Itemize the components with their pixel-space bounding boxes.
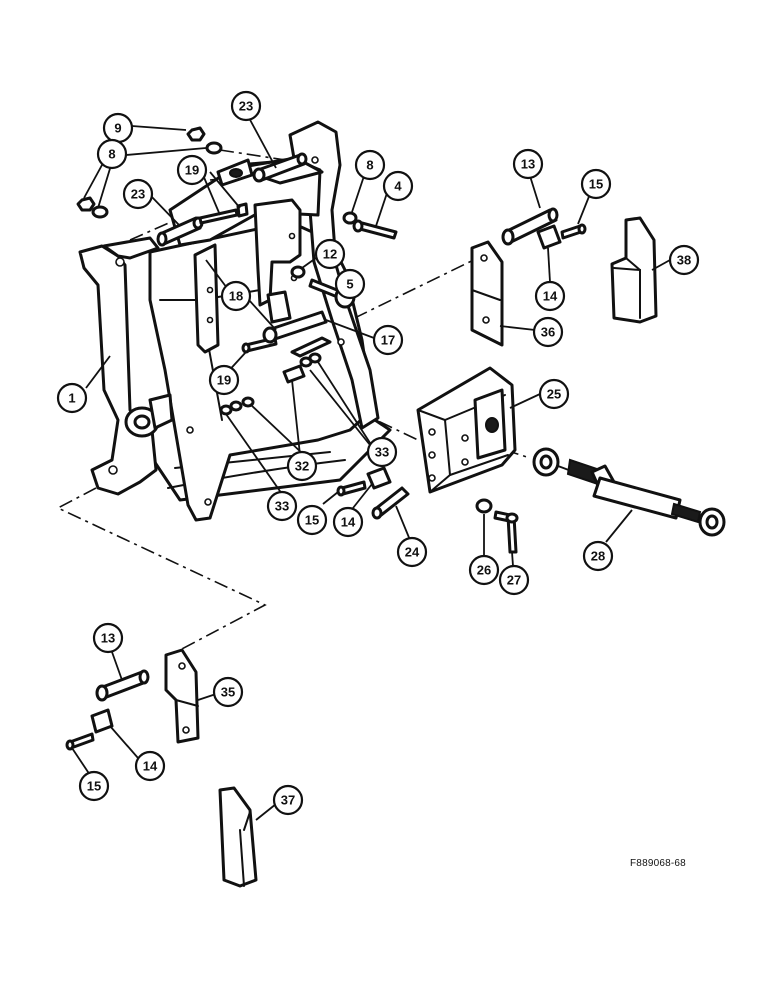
svg-text:24: 24 [405, 545, 420, 560]
callout-8-right: 8 [354, 149, 386, 181]
callout-5: 5 [334, 268, 366, 300]
svg-text:36: 36 [541, 325, 555, 340]
callout-12: 12 [314, 238, 346, 270]
svg-text:23: 23 [239, 99, 253, 114]
svg-text:13: 13 [101, 631, 115, 646]
callout-33-right: 33 [366, 436, 398, 468]
pin-13-upper [501, 207, 587, 250]
svg-text:19: 19 [185, 163, 199, 178]
callout-13-upper: 13 [512, 148, 544, 180]
svg-text:37: 37 [281, 793, 295, 808]
callout-9: 9 [102, 112, 134, 144]
callout-1: 1 [56, 382, 88, 414]
svg-text:38: 38 [677, 253, 691, 268]
svg-text:33: 33 [375, 445, 389, 460]
svg-text:35: 35 [221, 685, 235, 700]
bracket-36 [470, 240, 504, 347]
svg-text:27: 27 [507, 573, 521, 588]
svg-text:23: 23 [131, 187, 145, 202]
bracket-38 [610, 216, 658, 324]
svg-text:28: 28 [591, 549, 605, 564]
callout-15-upper: 15 [580, 168, 612, 200]
svg-text:33: 33 [275, 499, 289, 514]
svg-text:32: 32 [295, 459, 309, 474]
callout-8: 8 [96, 138, 128, 170]
callout-17: 17 [372, 324, 404, 356]
callout-13-lower: 13 [92, 622, 124, 654]
callout-23-lower: 23 [122, 178, 154, 210]
pin-13-lower [65, 669, 150, 751]
svg-text:1: 1 [68, 391, 75, 406]
svg-text:15: 15 [589, 177, 603, 192]
fastener-15-14-mid [336, 466, 392, 497]
callout-37: 37 [272, 784, 304, 816]
callout-26: 26 [468, 554, 500, 586]
nuts-and-washers [76, 126, 398, 240]
turnbuckle-28 [532, 447, 726, 537]
callout-23: 23 [230, 90, 262, 122]
shaft-17 [262, 310, 332, 358]
callout-18: 18 [220, 280, 252, 312]
callout-35: 35 [212, 676, 244, 708]
pin-23-upper [252, 152, 308, 183]
svg-text:26: 26 [477, 563, 491, 578]
callout-15-mid: 15 [296, 504, 328, 536]
figure-code: F889068-68 [630, 858, 686, 869]
bracket-35 [164, 648, 200, 744]
washer-26-bolt-27 [475, 498, 519, 554]
bracket-37 [218, 786, 258, 888]
svg-text:14: 14 [341, 515, 356, 530]
callout-15-lower: 15 [78, 770, 110, 802]
pin-23-lower [156, 216, 204, 247]
callout-14-lower: 14 [134, 750, 166, 782]
svg-text:4: 4 [394, 179, 402, 194]
svg-text:25: 25 [547, 387, 561, 402]
callout-19: 19 [176, 154, 208, 186]
callout-25: 25 [538, 378, 570, 410]
svg-text:19: 19 [217, 373, 231, 388]
callout-27: 27 [498, 564, 530, 596]
svg-text:15: 15 [87, 779, 101, 794]
callout-14-mid: 14 [332, 506, 364, 538]
main-frame [78, 120, 392, 522]
svg-text:8: 8 [366, 158, 373, 173]
svg-text:15: 15 [305, 513, 319, 528]
svg-text:5: 5 [346, 277, 353, 292]
svg-text:14: 14 [543, 289, 558, 304]
callout-4: 4 [382, 170, 414, 202]
callout-38: 38 [668, 244, 700, 276]
svg-text:13: 13 [521, 157, 535, 172]
callout-24: 24 [396, 536, 428, 568]
callout-33-left: 33 [266, 490, 298, 522]
callout-19-lower: 19 [208, 364, 240, 396]
washers-32-33 [219, 352, 322, 416]
svg-text:14: 14 [143, 759, 158, 774]
svg-text:9: 9 [114, 121, 121, 136]
pin-24 [371, 486, 410, 520]
svg-text:18: 18 [229, 289, 243, 304]
callout-28: 28 [582, 540, 614, 572]
svg-text:12: 12 [323, 247, 337, 262]
svg-text:17: 17 [381, 333, 395, 348]
svg-text:8: 8 [108, 147, 115, 162]
callout-14-upper: 14 [534, 280, 566, 312]
bracket-25 [416, 366, 517, 494]
callout-36: 36 [532, 316, 564, 348]
callout-32: 32 [286, 450, 318, 482]
bolts-19 [198, 202, 278, 354]
